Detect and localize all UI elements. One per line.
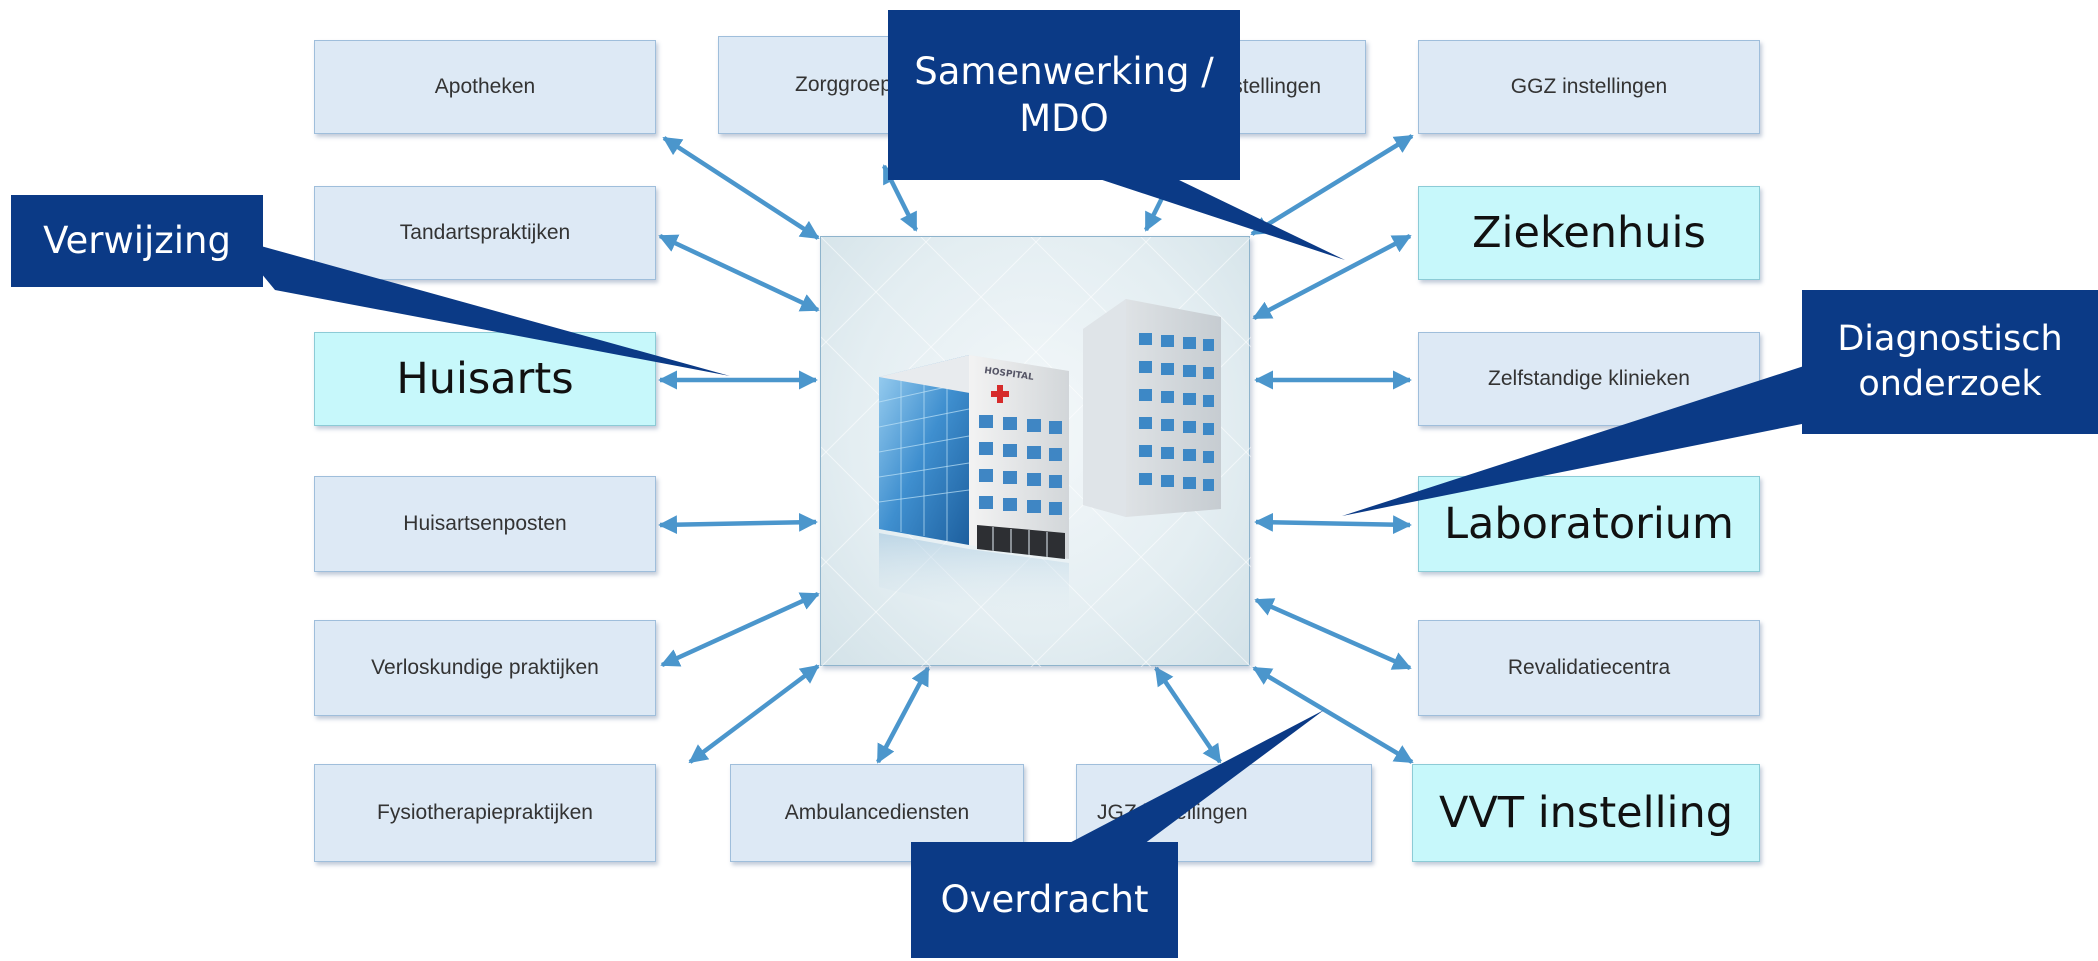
arrow-tandarts (658, 233, 820, 313)
callout-verwijzing: Verwijzing (11, 195, 263, 287)
node-laboratorium: Laboratorium (1418, 476, 1760, 572)
arrow-jgz (1154, 666, 1222, 764)
node-fysiotherapiepraktijken: Fysiotherapiepraktijken (314, 764, 656, 862)
red-cross-icon (991, 385, 1009, 403)
callout-samenwerking-mdo: Samenwerking / MDO (888, 10, 1240, 180)
callout-pointer-diagnostisch (1342, 366, 1822, 516)
callout-diagnostisch-onderzoek: Diagnostisch onderzoek (1802, 290, 2098, 434)
callout-pointer-overdracht (1056, 710, 1324, 850)
node-verloskundige-praktijken: Verloskundige praktijken (314, 620, 656, 716)
callout-overdracht: Overdracht (911, 842, 1178, 958)
arrow-ggz (1250, 134, 1414, 236)
node-revalidatiecentra: Revalidatiecentra (1418, 620, 1760, 716)
arrow-ambulance (876, 666, 930, 764)
node-apotheken: Apotheken (314, 40, 656, 134)
node-tandartspraktijken: Tandartspraktijken (314, 186, 656, 280)
arrow-apotheken (662, 136, 820, 240)
arrow-huisartsenposten (658, 512, 818, 535)
node-ggz-instellingen: GGZ instellingen (1418, 40, 1760, 134)
callout-pointer-verwijzing (232, 238, 730, 376)
arrow-ziekenhuis (1252, 234, 1412, 320)
node-huisartsenposten: Huisartsenposten (314, 476, 656, 572)
node-ziekenhuis: Ziekenhuis (1418, 186, 1760, 280)
arrow-revalidatie (1254, 597, 1412, 671)
callout-pointer-samenwerking (1060, 166, 1345, 260)
arrow-verloskundige (660, 591, 820, 668)
arrow-vvt (1252, 666, 1414, 764)
center-hospital-panel: HOSPITAL (820, 236, 1251, 667)
node-vvt-instelling: VVT instelling (1412, 764, 1760, 862)
arrow-laboratorium (1254, 512, 1412, 535)
arrow-fysiotherapie (688, 664, 820, 764)
hospital-building-icon: HOSPITAL (821, 237, 1251, 667)
